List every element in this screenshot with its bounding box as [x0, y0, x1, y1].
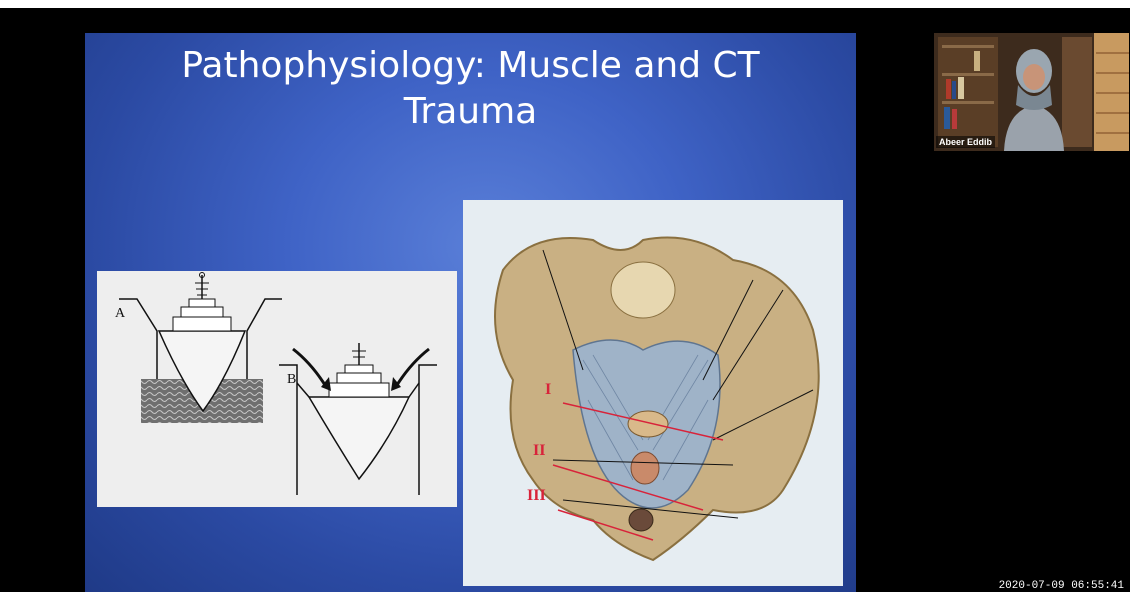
recording-timestamp: 2020-07-09 06:55:41: [999, 580, 1124, 592]
participant-video-tile[interactable]: Abeer Eddib: [934, 33, 1129, 151]
ship-diagram-drawing: A B: [97, 271, 457, 507]
participant-video-feed: [934, 33, 1129, 151]
slide-title-line-2: Trauma: [85, 89, 856, 135]
ship-label-b: B: [287, 372, 296, 387]
pelvis-drawing: I II III: [463, 200, 843, 586]
slide-title-line-1: Pathophysiology: Muscle and CT: [85, 43, 856, 89]
level-label-1: I: [545, 381, 551, 398]
shared-slide: Pathophysiology: Muscle and CT Trauma A …: [85, 33, 856, 592]
ship-label-a: A: [115, 306, 126, 321]
ship-support-diagram: A B: [97, 271, 457, 507]
pelvic-floor-anatomy-figure: I II III: [463, 200, 843, 586]
level-label-2: II: [533, 442, 545, 459]
slide-title: Pathophysiology: Muscle and CT Trauma: [85, 43, 856, 135]
level-label-3: III: [527, 487, 546, 504]
window-top-edge: [0, 0, 1130, 8]
participant-name-label: Abeer Eddib: [936, 136, 995, 148]
